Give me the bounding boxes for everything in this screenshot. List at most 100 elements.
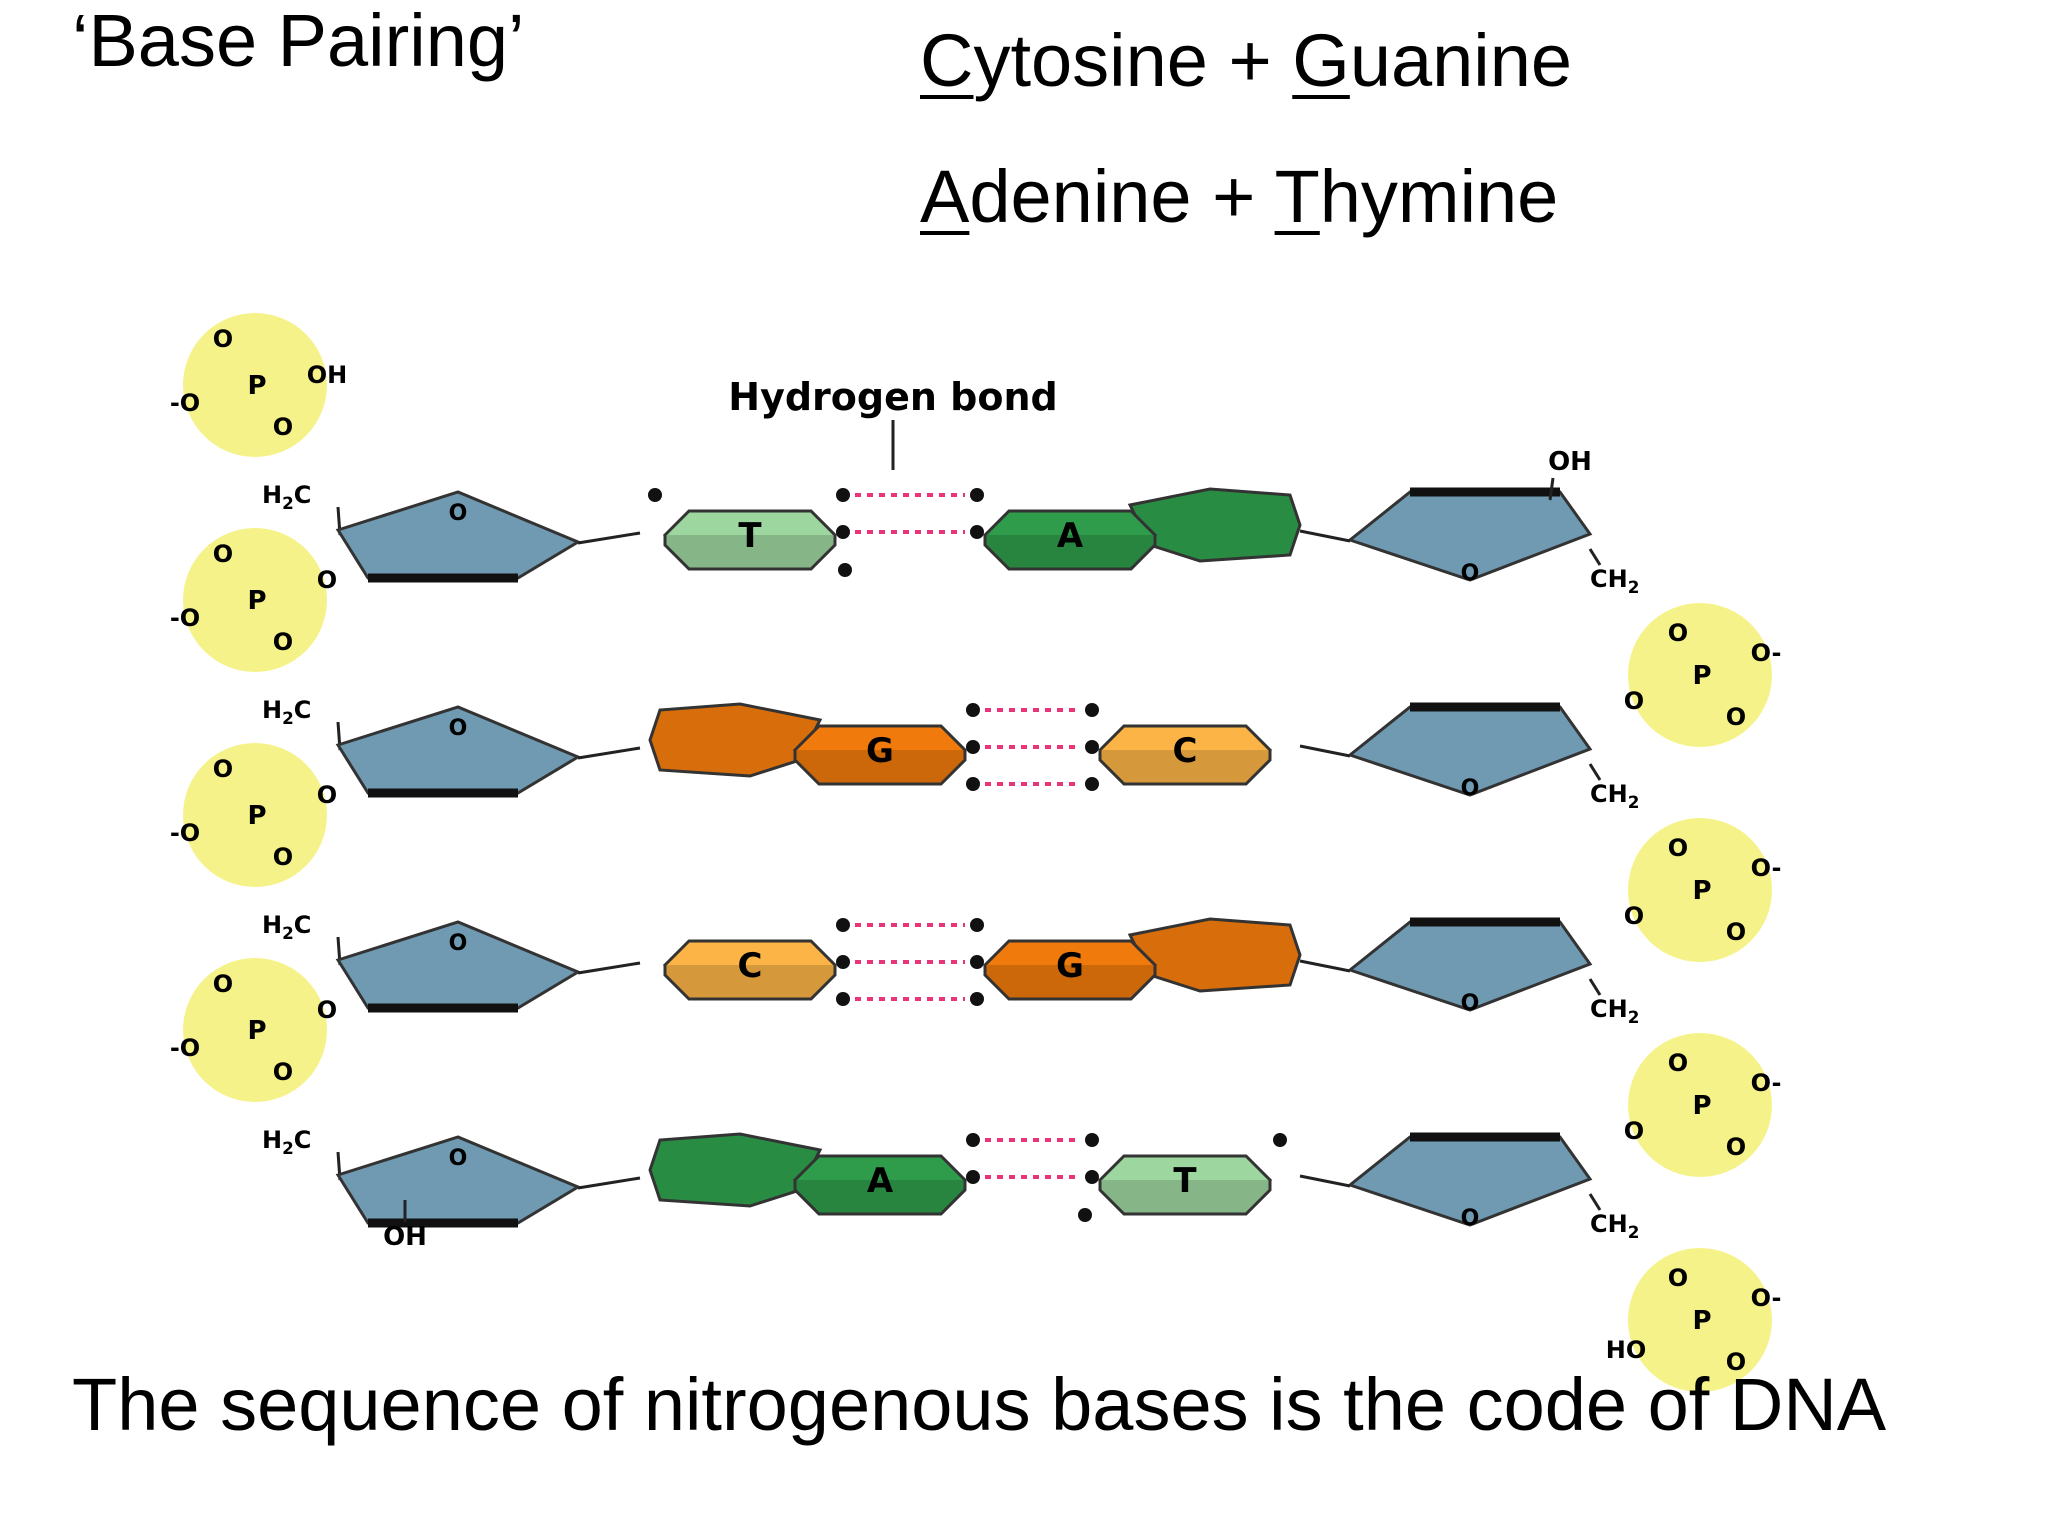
sugar-pentagon bbox=[1346, 705, 1593, 797]
bond-atom-dot bbox=[836, 525, 850, 539]
right-ch2-label: CH2 bbox=[1590, 780, 1639, 812]
left-h2c-label: H2C bbox=[262, 911, 311, 943]
pairing-rule-cytosine-guanine: Cytosine + Guanine bbox=[920, 24, 1572, 98]
left-phosphate-group: PO-OOO bbox=[170, 958, 337, 1102]
right-deoxyribose-sugar: O bbox=[1346, 1132, 1593, 1231]
base-ring-edge bbox=[983, 965, 1157, 1001]
phosphorus-label: P bbox=[1692, 661, 1711, 691]
ring-oxygen-label: O bbox=[449, 501, 468, 526]
left-base-letter: A bbox=[867, 1161, 894, 1201]
right-base-letter: G bbox=[1056, 946, 1084, 986]
left-deoxyribose-sugar: O bbox=[335, 705, 582, 798]
slide-title: ‘Base Pairing’ bbox=[72, 0, 525, 82]
backbone-link bbox=[1588, 548, 1602, 566]
bridge-oxygen-label: O bbox=[273, 1058, 293, 1086]
double-bond-oxygen-label: O bbox=[1726, 703, 1746, 731]
phosphorus-label: P bbox=[1692, 1306, 1711, 1336]
double-bond-oxygen-label: O bbox=[213, 540, 233, 568]
right-base-letter: A bbox=[1057, 516, 1084, 556]
bond-atom-dot bbox=[966, 1133, 980, 1147]
o-minus-label: -O bbox=[170, 389, 200, 417]
purine-six-ring bbox=[792, 1154, 968, 1216]
guanine-initial: G bbox=[1292, 19, 1350, 102]
double-bond-oxygen-label: O bbox=[1726, 1133, 1746, 1161]
o-minus-label: -O bbox=[170, 819, 200, 847]
bridge-oxygen-label: O bbox=[1624, 902, 1644, 930]
left-base bbox=[662, 509, 838, 571]
glycosidic-bond bbox=[577, 746, 641, 760]
bond-atom-dot bbox=[836, 955, 850, 969]
left-h2c-label: H2C bbox=[262, 696, 311, 728]
bond-atom-dot bbox=[1085, 703, 1099, 717]
bond-atom-dot bbox=[836, 992, 850, 1006]
bridge-oxygen-label: O bbox=[1668, 1049, 1688, 1077]
ring-oxygen-label: O bbox=[449, 931, 468, 956]
base-ring-edge bbox=[663, 965, 837, 1001]
glycosidic-bond bbox=[577, 961, 641, 975]
phosphate-glow bbox=[1628, 818, 1772, 962]
glycosidic-bond bbox=[1299, 744, 1351, 758]
left-deoxyribose-sugar: O bbox=[335, 1135, 582, 1228]
terminal-ho-label: HO bbox=[1606, 1336, 1647, 1364]
purine-six-ring bbox=[792, 724, 968, 786]
o-minus-label: O- bbox=[1751, 1284, 1782, 1312]
right-deoxyribose-sugar: O bbox=[1346, 487, 1593, 586]
left-base-letter: T bbox=[738, 516, 762, 556]
hydrogen-bond-label: Hydrogen bond bbox=[728, 375, 1057, 419]
plus-sign: + bbox=[1207, 19, 1293, 102]
bond-atom-dot bbox=[838, 563, 852, 577]
caption: The sequence of nitrogenous bases is the… bbox=[72, 1363, 1887, 1446]
bridge-oxygen-label: O bbox=[317, 781, 337, 809]
left-strand-terminal-oh-label: OH bbox=[383, 1222, 427, 1252]
phosphorus-label: P bbox=[1692, 1091, 1711, 1121]
double-bond-oxygen-label: O bbox=[213, 970, 233, 998]
purine-five-ring bbox=[1127, 917, 1302, 993]
right-base bbox=[982, 487, 1302, 571]
bridge-oxygen-label: O bbox=[273, 628, 293, 656]
o-minus-label: -O bbox=[170, 1034, 200, 1062]
glycosidic-bond bbox=[1299, 1174, 1351, 1188]
left-phosphate-group: PO-OOO bbox=[170, 528, 337, 672]
ring-oxygen-label: O bbox=[1461, 561, 1480, 586]
right-phosphate-group: POO-OO bbox=[1624, 603, 1782, 747]
o-minus-label: O- bbox=[1751, 639, 1782, 667]
base-ring-edge bbox=[793, 1180, 967, 1216]
adenine-rest: denine bbox=[969, 155, 1192, 238]
right-ch2-label: CH2 bbox=[1590, 565, 1639, 597]
thymine-rest: hymine bbox=[1319, 155, 1559, 238]
cytosine-initial: C bbox=[920, 19, 974, 102]
phosphate-glow bbox=[183, 528, 327, 672]
bridge-oxygen-label: O bbox=[1624, 1117, 1644, 1145]
phosphorus-label: P bbox=[1692, 876, 1711, 906]
right-strand-top-oh-label: OH bbox=[1548, 447, 1592, 477]
phosphorus-label: P bbox=[247, 586, 266, 616]
bond-atom-dot bbox=[1085, 777, 1099, 791]
backbone-link bbox=[1588, 978, 1602, 996]
phosphorus-label: P bbox=[247, 371, 266, 401]
base-ring-edge bbox=[663, 535, 837, 571]
bond-atom-dot bbox=[1078, 1208, 1092, 1222]
left-base bbox=[648, 702, 968, 786]
right-ch2-label: CH2 bbox=[1590, 995, 1639, 1027]
left-base-letter: G bbox=[866, 731, 894, 771]
right-phosphate-group: POO-OO bbox=[1624, 1033, 1782, 1177]
phosphate-oh-label: OH bbox=[307, 361, 348, 389]
bond-atom-dot bbox=[966, 703, 980, 717]
bridge-oxygen-label: O bbox=[317, 996, 337, 1024]
glycosidic-bond bbox=[1299, 959, 1351, 973]
phosphorus-label: P bbox=[247, 801, 266, 831]
bridge-oxygen-label: O bbox=[317, 566, 337, 594]
o-minus-label: O- bbox=[1751, 1069, 1782, 1097]
left-deoxyribose-sugar: O bbox=[335, 920, 582, 1013]
backbone-link bbox=[1548, 477, 1555, 501]
right-phosphate-group: POO-OHO bbox=[1606, 1248, 1782, 1392]
ring-oxygen-label: O bbox=[449, 716, 468, 741]
bridge-oxygen-label: O bbox=[273, 843, 293, 871]
right-base bbox=[982, 917, 1302, 1001]
cytosine-rest: ytosine bbox=[973, 19, 1208, 102]
glycosidic-bond bbox=[577, 1176, 641, 1190]
left-deoxyribose-sugar: O bbox=[335, 490, 582, 583]
